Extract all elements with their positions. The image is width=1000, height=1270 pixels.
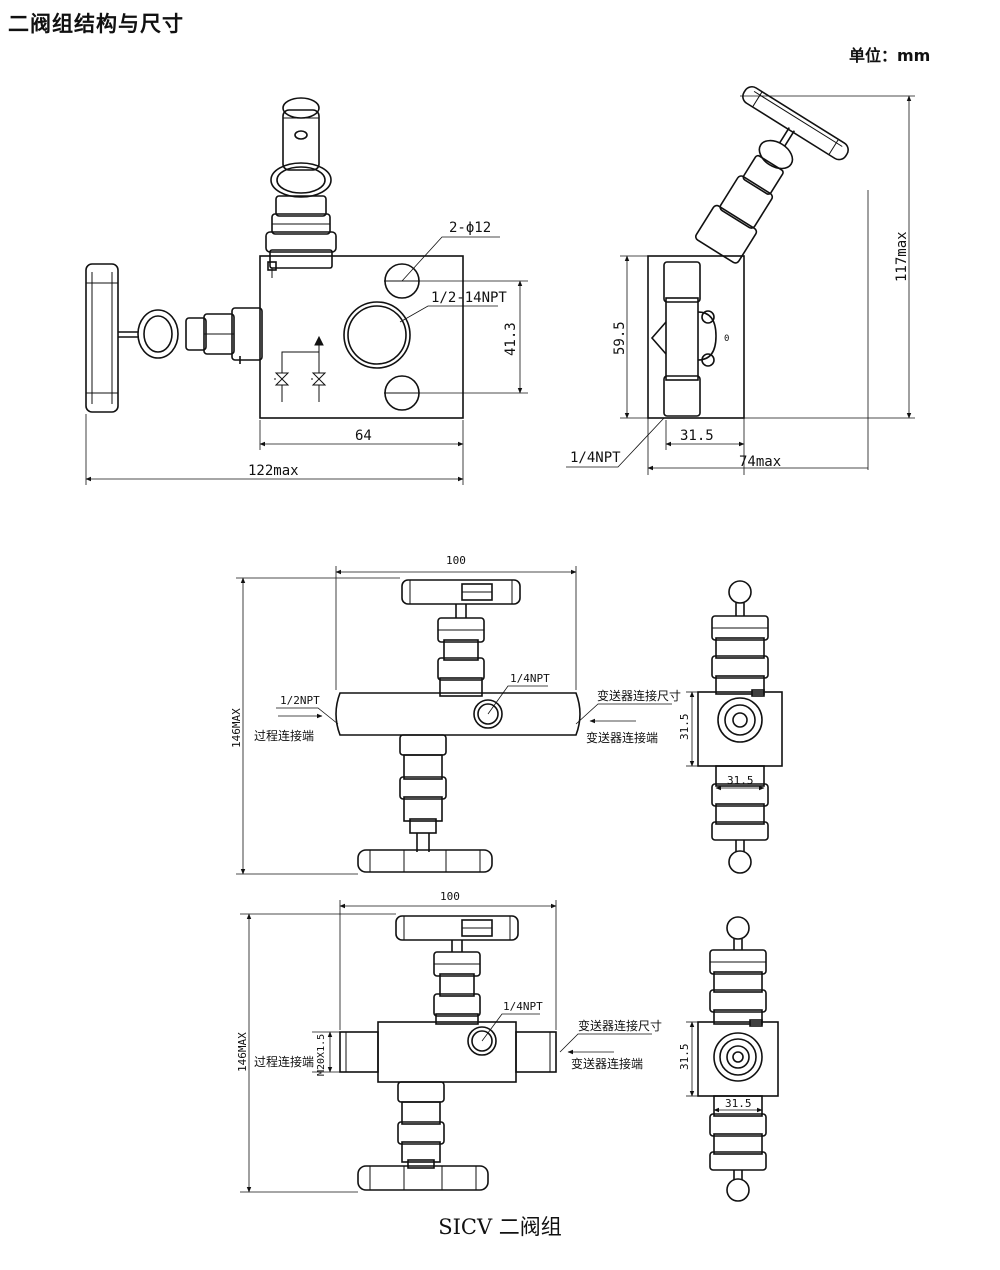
front-view: [85, 97, 528, 485]
height-dim-41: 41.3: [503, 322, 519, 356]
mid-right-label: 变送器连接端: [586, 730, 658, 745]
bot-width-dim: 100: [440, 890, 460, 903]
width-dim-31: 31.5: [680, 428, 714, 444]
middle-view: [236, 566, 783, 875]
width-dim-64: 64: [355, 428, 372, 444]
bot-right-port-label: 变送器连接尺寸: [578, 1018, 662, 1033]
holes-label: 2-ϕ12: [449, 220, 491, 236]
side-view: 0: [566, 85, 915, 475]
mid-left-port: 1/2NPT: [280, 694, 320, 707]
bot-left-label: 过程连接端: [254, 1054, 314, 1069]
width-dim-74: 74max: [739, 454, 781, 470]
bot-side-dim-h: 31.5: [725, 1097, 752, 1110]
npt-port-label: 1/2-14NPT: [431, 290, 507, 306]
page-title: 二阀组结构与尺寸: [8, 12, 184, 36]
bottom-view: [240, 900, 779, 1202]
bot-side-dim-v: 31.5: [678, 1044, 691, 1071]
mid-height-dim: 146MAX: [230, 708, 243, 748]
figure-caption: SICV 二阀组: [438, 1215, 562, 1239]
side-npt-label: 1/4NPT: [570, 450, 621, 466]
height-dim-117: 117max: [894, 231, 910, 282]
overall-dim-122: 122max: [248, 463, 299, 479]
unit-label: 单位：mm: [849, 46, 931, 65]
mid-left-label: 过程连接端: [254, 728, 314, 743]
bot-right-label: 变送器连接端: [571, 1056, 643, 1071]
bot-thread-label: M20X1.5: [316, 1034, 327, 1076]
mid-right-port-label: 变送器连接尺寸: [597, 688, 681, 703]
height-dim-59: 59.5: [612, 321, 628, 355]
bot-height-dim: 146MAX: [236, 1032, 249, 1072]
bot-center-port: 1/4NPT: [503, 1000, 543, 1013]
svg-text:0: 0: [724, 334, 729, 344]
mid-side-dim-h: 31.5: [727, 774, 754, 787]
mid-center-port: 1/4NPT: [510, 672, 550, 685]
mid-side-dim-v: 31.5: [678, 714, 691, 741]
mid-width-dim: 100: [446, 554, 466, 567]
